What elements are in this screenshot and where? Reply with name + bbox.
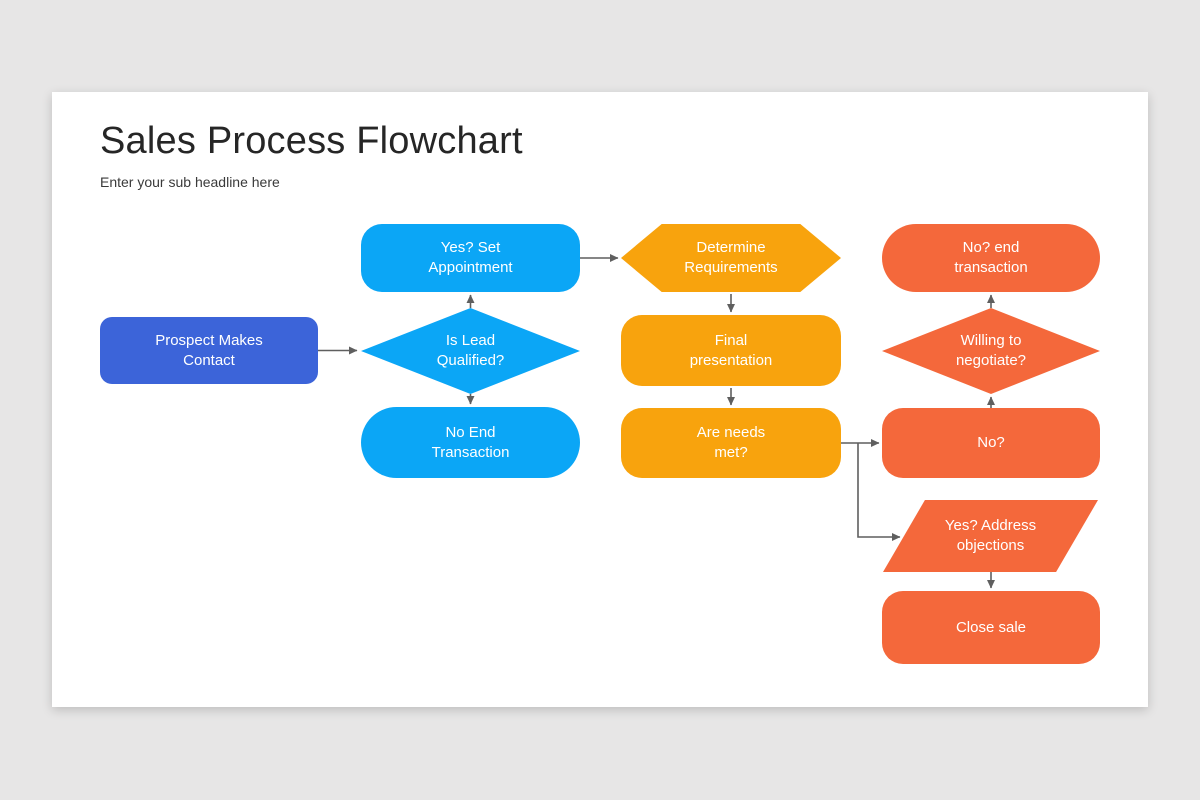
- node-label-line: transaction: [954, 259, 1028, 276]
- node-label-line: Qualified?: [436, 352, 505, 369]
- node-label-line: Appointment: [428, 259, 513, 276]
- node-label-line: Final: [714, 331, 748, 349]
- node-yes-address-objections: Yes? Address objections: [883, 500, 1098, 572]
- node-label-line: met?: [714, 444, 748, 461]
- node-label-line: negotiate?: [955, 352, 1027, 369]
- node-no: No?: [882, 408, 1100, 478]
- node-willing-to-negotiate: Willing to negotiate?: [882, 308, 1100, 394]
- node-no-end-transaction: No End Transaction: [361, 407, 580, 478]
- node-is-lead-qualified: Is Lead Qualified?: [361, 308, 580, 394]
- node-label-line: presentation: [689, 351, 773, 369]
- node-prospect-makes-contact: Prospect Makes Contact: [100, 317, 318, 384]
- node-label-line: Requirements: [684, 259, 778, 276]
- slide-title: Sales Process Flowchart: [100, 120, 523, 162]
- node-label-line: Close sale: [955, 618, 1027, 636]
- node-label-line: Is Lead: [445, 332, 496, 349]
- node-final-presentation: Final presentation: [621, 315, 841, 386]
- node-determine-requirements: Determine Requirements: [621, 224, 841, 292]
- node-label-line: Transaction: [431, 443, 510, 461]
- node-label-line: Willing to: [960, 332, 1022, 349]
- node-label-line: Prospect Makes: [155, 331, 263, 349]
- node-label-line: objections: [956, 537, 1025, 554]
- slide-subtitle: Enter your sub headline here: [100, 174, 280, 190]
- node-label-line: Yes? Set: [440, 239, 501, 256]
- node-label-line: Determine: [696, 239, 766, 256]
- node-label-line: No?: [977, 434, 1005, 451]
- node-label-line: No End: [445, 423, 496, 441]
- node-are-needs-met: Are needs met?: [621, 408, 841, 478]
- slide-canvas: Sales Process Flowchart Enter your sub h…: [52, 92, 1148, 707]
- node-label-line: No? end: [962, 239, 1020, 256]
- node-close-sale: Close sale: [882, 591, 1100, 664]
- node-label-line: Yes? Address: [944, 517, 1037, 534]
- node-yes-set-appointment: Yes? Set Appointment: [361, 224, 580, 292]
- node-label-line: Contact: [183, 351, 235, 369]
- node-label-line: Are needs: [696, 424, 766, 441]
- node-no-end-transaction-2: No? end transaction: [882, 224, 1100, 292]
